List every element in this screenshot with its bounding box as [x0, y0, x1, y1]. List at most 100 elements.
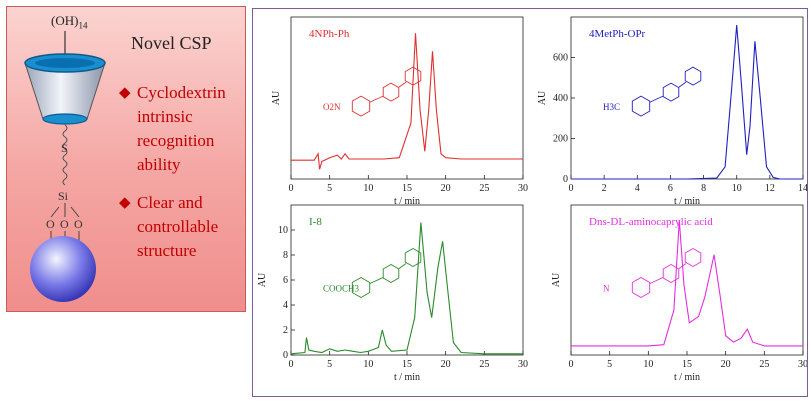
x-tick-label: 5 — [327, 359, 332, 370]
bond — [369, 95, 384, 103]
y-axis-label: AU — [537, 90, 548, 105]
heterocycle-ring — [382, 263, 400, 284]
cup-top-cavity — [35, 58, 95, 68]
x-axis-label: t / min — [674, 196, 700, 207]
bond — [649, 95, 664, 103]
molecule-structure-icon — [351, 247, 422, 299]
x-tick-label: 20 — [441, 183, 451, 194]
x-tick-label: 25 — [759, 359, 769, 370]
bond — [678, 81, 687, 88]
x-tick-label: 6 — [668, 183, 673, 194]
y-tick-label: 200 — [553, 134, 568, 145]
x-tick-label: 15 — [402, 359, 412, 370]
plot-frame — [290, 16, 524, 180]
oxygen-label-2: O — [60, 217, 69, 231]
bullet-recognition: ◆ Cyclodextrin intrinsic recognition abi… — [119, 83, 226, 174]
x-tick-label: 8 — [701, 183, 706, 194]
x-tick-label: 15 — [402, 183, 412, 194]
compound-label: I-8 — [309, 216, 322, 228]
y-tick-label: 0 — [563, 174, 568, 185]
bond — [649, 277, 664, 284]
x-tick-label: 12 — [765, 183, 775, 194]
y-tick-label: 0 — [283, 350, 288, 361]
benzene-ring — [631, 276, 651, 299]
x-axis-label: t / min — [394, 372, 420, 383]
csp-structure-drawing — [24, 31, 106, 302]
wavy-linker — [62, 124, 68, 162]
x-tick-label: 20 — [441, 359, 451, 370]
plot-frame — [290, 204, 524, 356]
structure-label: COOCH3 — [323, 284, 360, 294]
silicon-label: Si — [58, 189, 69, 203]
x-tick-label: 10 — [643, 359, 653, 370]
structure-label: N — [603, 284, 610, 294]
molecule-structure-icon — [631, 247, 702, 299]
x-tick-label: 5 — [607, 359, 612, 370]
compound-label: 4MetPh-OPr — [589, 28, 646, 40]
x-tick-label: 25 — [479, 359, 489, 370]
bullet-structure: ◆ Clear and controllable structure — [119, 193, 219, 260]
y-tick-label: 400 — [553, 93, 568, 104]
phenyl-ring — [684, 247, 702, 268]
x-tick-label: 25 — [479, 183, 489, 194]
bond — [369, 277, 384, 284]
csp-illustration-panel: (OH)14 S Si O O O Novel CSP ◆ Cyclodext — [6, 6, 246, 312]
y-tick-label: 8 — [283, 250, 288, 261]
x-tick-label: 10 — [363, 359, 373, 370]
x-tick-label: 0 — [569, 183, 574, 194]
chromatogram-trace — [571, 25, 803, 180]
bond — [398, 81, 407, 88]
hydroxyl-label: (OH)14 — [51, 13, 88, 31]
chromatogram-trace — [571, 220, 803, 347]
wavy-linker-2 — [62, 160, 68, 186]
y-axis-label: AU — [271, 90, 282, 105]
y-tick-label: 10 — [278, 225, 288, 236]
x-tick-label: 15 — [682, 359, 692, 370]
phenyl-ring — [404, 66, 422, 86]
benzene-ring — [631, 95, 651, 117]
silica-sphere — [30, 236, 96, 302]
x-tick-label: 0 — [569, 359, 574, 370]
benzene-ring — [351, 95, 371, 117]
y-axis-label: AU — [551, 272, 562, 287]
chromatogram-trace — [291, 33, 523, 170]
x-tick-label: 4 — [635, 183, 640, 194]
structure-label: H3C — [603, 102, 620, 112]
phenyl-ring — [684, 66, 702, 86]
x-axis-label: t / min — [394, 196, 420, 207]
cup-bottom-rim — [42, 113, 88, 125]
molecule-structure-icon — [351, 66, 422, 117]
y-tick-label: 4 — [283, 300, 288, 311]
x-tick-label: 2 — [602, 183, 607, 194]
benzene-ring — [351, 276, 371, 299]
y-tick-label: 2 — [283, 325, 288, 336]
chromatogram-trace — [290, 222, 523, 355]
oxygen-label-3: O — [74, 217, 83, 231]
x-tick-label: 30 — [798, 359, 807, 370]
x-tick-label: 30 — [518, 183, 528, 194]
oxygen-label-1: O — [46, 217, 55, 231]
x-tick-label: 0 — [289, 183, 294, 194]
plot-frame — [570, 16, 804, 180]
y-tick-label: 6 — [283, 275, 288, 286]
x-tick-label: 30 — [518, 359, 528, 370]
compound-label: 4NPh-Ph — [309, 28, 350, 40]
diamond-bullet-icon: ◆ — [119, 195, 131, 211]
diamond-bullet-icon: ◆ — [119, 85, 131, 101]
csp-title: Novel CSP — [131, 33, 212, 53]
compound-label: Dns-DL-aminocaprylic acid — [589, 216, 713, 228]
x-tick-label: 14 — [798, 183, 807, 194]
phenyl-ring — [404, 247, 422, 268]
x-tick-label: 10 — [732, 183, 742, 194]
bond — [398, 263, 407, 269]
y-axis-label: AU — [257, 272, 268, 287]
molecule-structure-icon — [631, 66, 702, 117]
heterocycle-ring — [662, 82, 680, 102]
x-tick-label: 5 — [327, 183, 332, 194]
